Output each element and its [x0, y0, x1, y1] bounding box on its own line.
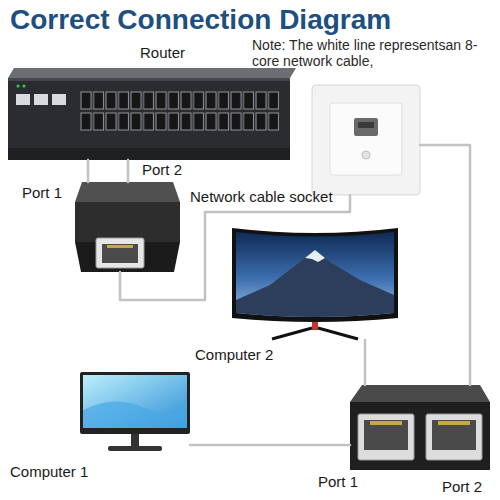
- router-edge: [8, 78, 290, 81]
- splitter-node: Port 1Port 2: [350, 385, 490, 470]
- router-front: [8, 78, 290, 160]
- rj45-port: [96, 238, 144, 268]
- rj45-port: [426, 414, 482, 460]
- rj45-port: [358, 414, 414, 460]
- device-label: Computer 1: [10, 463, 88, 480]
- screen-wave: [83, 400, 187, 428]
- splitter-illustration: [75, 182, 180, 272]
- sfp-ports: [80, 90, 280, 132]
- device-label: Network cable socket: [190, 188, 333, 205]
- ethernet-port: [52, 94, 66, 105]
- device-label: Router: [140, 44, 185, 61]
- monitor-base: [108, 446, 162, 451]
- mountain-snow: [305, 250, 325, 262]
- router-led: [22, 84, 25, 87]
- ethernet-port: [16, 94, 30, 105]
- label-box: Note: The white line representsan 8-core…: [252, 37, 492, 69]
- computer-node: Computer 2: [230, 225, 400, 340]
- device-label: Computer 2: [195, 346, 273, 363]
- splitter-top: [350, 385, 490, 402]
- socket-inner: [330, 103, 402, 175]
- monitor-bezel: [80, 372, 190, 434]
- rj45-pins: [438, 421, 470, 425]
- port-label: Port 1: [318, 473, 358, 490]
- splitter-front: [350, 402, 490, 470]
- computer-node: Computer 1: [78, 370, 190, 455]
- mountain: [236, 250, 394, 317]
- socket-screw: [362, 151, 370, 159]
- router-led: [16, 84, 19, 87]
- socket-jack-pins: [358, 122, 374, 128]
- rj45-port-hole: [432, 420, 476, 450]
- network-cable: [420, 145, 470, 385]
- splitter-body: [75, 202, 180, 242]
- monitor-bezel: [232, 228, 398, 322]
- title-box: Correct Connection Diagram: [10, 4, 391, 36]
- monitor-leg: [318, 328, 358, 339]
- monitor-leg: [272, 328, 312, 339]
- rj45-pins: [370, 421, 402, 425]
- router-top: [8, 68, 296, 78]
- diagram-title: Correct Connection Diagram: [10, 4, 391, 36]
- splitter-node: Port 1Port 2: [75, 182, 180, 272]
- monitor-neck: [312, 322, 318, 330]
- rj45-port-hole: [364, 420, 408, 450]
- network-cable: [190, 444, 350, 447]
- flat-monitor-illustration: [80, 372, 190, 451]
- wall-socket-illustration: [312, 85, 420, 195]
- splitter-top: [75, 182, 180, 202]
- port-label: Port 2: [442, 478, 482, 495]
- port-label: Port 1: [22, 184, 62, 201]
- port-label: Port 2: [142, 161, 182, 178]
- rj45-pins: [107, 245, 133, 248]
- router-base: [8, 148, 290, 160]
- ethernet-port: [34, 94, 48, 105]
- network-cable: [127, 160, 130, 182]
- network-cable: [87, 160, 90, 182]
- socket-plate: [312, 85, 420, 195]
- double-splitter-illustration: [350, 385, 490, 470]
- router-node: Router: [8, 68, 296, 160]
- socket-jack: [354, 118, 378, 136]
- socket-node: Network cable socket: [312, 85, 420, 195]
- rj45-port-hole: [102, 244, 138, 263]
- network-cable: [120, 195, 350, 300]
- network-cable: [364, 340, 367, 385]
- note-text: Note: The white line representsan 8-core…: [252, 37, 492, 69]
- monitor-screen: [83, 375, 187, 428]
- curved-monitor-illustration: [232, 228, 398, 339]
- router-illustration: [8, 68, 296, 160]
- monitor-screen: [236, 232, 394, 317]
- monitor-neck: [131, 434, 139, 446]
